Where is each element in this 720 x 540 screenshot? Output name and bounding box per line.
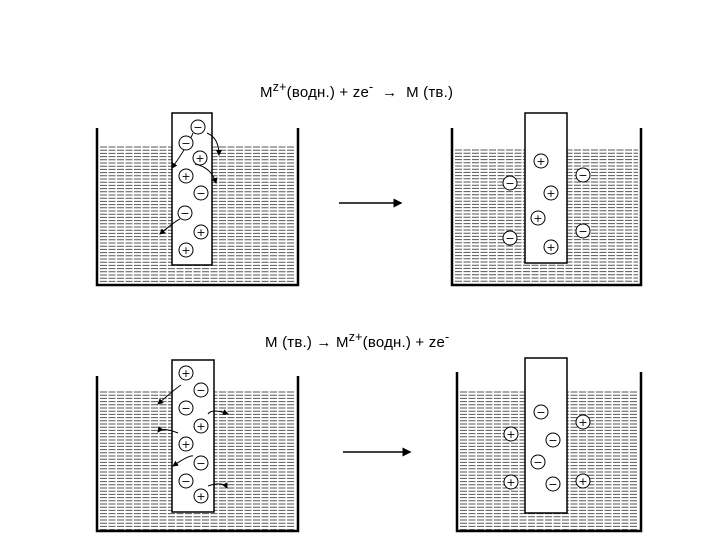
beaker-bottom-right: −++−−++−	[455, 357, 643, 533]
ion-charge-label: −	[548, 434, 557, 447]
anion-minus-icon: −	[502, 230, 518, 246]
metal-electrode	[524, 357, 568, 514]
ion-charge-label: −	[536, 406, 545, 419]
beaker-outline	[450, 128, 643, 287]
anion-minus-icon: −	[190, 119, 206, 135]
ion-charge-label: +	[546, 187, 555, 200]
ion-charge-label: −	[578, 169, 587, 182]
beaker-outline	[95, 376, 300, 533]
anion-minus-icon: −	[177, 205, 193, 221]
cation-plus-icon: +	[503, 426, 519, 442]
cation-plus-icon: +	[543, 185, 559, 201]
beaker-top-left: −−++−−++	[95, 112, 300, 287]
eq-bottom-left-sup: z+	[348, 330, 363, 344]
cation-plus-icon: +	[192, 150, 208, 166]
ion-charge-label: −	[193, 121, 202, 134]
anion-minus-icon: −	[178, 135, 194, 151]
metal-electrode	[524, 112, 568, 264]
eq-bottom-mid-sup: -	[445, 330, 450, 344]
ion-migration-arrow	[157, 426, 179, 434]
cation-plus-icon: +	[193, 488, 209, 504]
eq-bottom-mid: (водн.) + ze	[362, 334, 446, 351]
ion-charge-label: −	[181, 402, 190, 415]
ion-charge-label: +	[195, 152, 204, 165]
ion-charge-label: −	[196, 457, 205, 470]
equation-oxidation: M (тв.) → Mz+(водн.) + ze-	[265, 330, 449, 351]
cation-plus-icon: +	[178, 242, 194, 258]
eq-top-right: M (тв.)	[406, 84, 454, 101]
ion-charge-label: +	[181, 244, 190, 257]
ion-charge-label: −	[505, 232, 514, 245]
anion-minus-icon: −	[193, 382, 209, 398]
ion-migration-arrow	[207, 409, 229, 416]
beaker-outline	[455, 372, 643, 533]
ion-charge-label: +	[536, 155, 545, 168]
metal-electrode	[171, 359, 215, 513]
cation-plus-icon: +	[503, 474, 519, 490]
ion-charge-label: −	[505, 177, 514, 190]
cation-plus-icon: +	[178, 168, 194, 184]
ion-charge-label: +	[181, 367, 190, 380]
eq-top-left: M	[260, 84, 273, 101]
eq-top-mid: (водн.) + ze	[286, 84, 370, 101]
ion-charge-label: +	[533, 212, 542, 225]
ion-charge-label: −	[578, 225, 587, 238]
ion-charge-label: +	[506, 428, 515, 441]
ion-charge-label: +	[196, 490, 205, 503]
cation-plus-icon: +	[543, 239, 559, 255]
ion-charge-label: +	[196, 226, 205, 239]
cation-plus-icon: +	[193, 418, 209, 434]
cation-plus-icon: +	[530, 210, 546, 226]
ion-charge-label: −	[181, 137, 190, 150]
beaker-bottom-left: +−−++−−+	[95, 359, 300, 533]
cation-plus-icon: +	[178, 365, 194, 381]
ion-charge-label: +	[546, 241, 555, 254]
cation-plus-icon: +	[193, 224, 209, 240]
beaker-outline	[95, 128, 300, 287]
eq-top-mid-sup: -	[369, 80, 374, 94]
anion-minus-icon: −	[545, 432, 561, 448]
ion-charge-label: −	[196, 187, 205, 200]
cation-plus-icon: +	[575, 473, 591, 489]
anion-minus-icon: −	[530, 454, 546, 470]
ion-charge-label: +	[181, 438, 190, 451]
cation-plus-icon: +	[533, 153, 549, 169]
equation-reduction: Mz+(водн.) + ze- → M (тв.)	[260, 80, 453, 101]
ion-charge-label: +	[196, 420, 205, 433]
ion-charge-label: −	[533, 456, 542, 469]
ion-charge-label: −	[548, 478, 557, 491]
ion-migration-arrow	[207, 482, 228, 489]
anion-minus-icon: −	[545, 476, 561, 492]
ion-migration-arrow	[206, 132, 222, 156]
anion-minus-icon: −	[533, 404, 549, 420]
ion-charge-label: +	[506, 476, 515, 489]
cation-plus-icon: +	[178, 436, 194, 452]
ion-charge-label: −	[181, 475, 190, 488]
anion-minus-icon: −	[502, 175, 518, 191]
eq-top-arrow: →	[382, 84, 398, 101]
anion-minus-icon: −	[575, 223, 591, 239]
anion-minus-icon: −	[178, 473, 194, 489]
ion-charge-label: −	[196, 384, 205, 397]
anion-minus-icon: −	[193, 185, 209, 201]
ion-charge-label: −	[180, 207, 189, 220]
anion-minus-icon: −	[575, 167, 591, 183]
eq-bottom-left: M (тв.) → M	[265, 334, 349, 351]
beaker-top-right: + − − + + − − +	[450, 112, 643, 287]
anion-minus-icon: −	[193, 455, 209, 471]
ion-charge-label: +	[578, 416, 587, 429]
ion-migration-arrow	[159, 218, 181, 235]
ion-charge-label: +	[578, 475, 587, 488]
anion-minus-icon: −	[178, 400, 194, 416]
eq-top-left-sup: z+	[272, 80, 287, 94]
cation-plus-icon: +	[575, 414, 591, 430]
ion-migration-arrow	[172, 455, 194, 467]
ion-migration-arrow	[157, 384, 182, 405]
ion-charge-label: +	[181, 170, 190, 183]
